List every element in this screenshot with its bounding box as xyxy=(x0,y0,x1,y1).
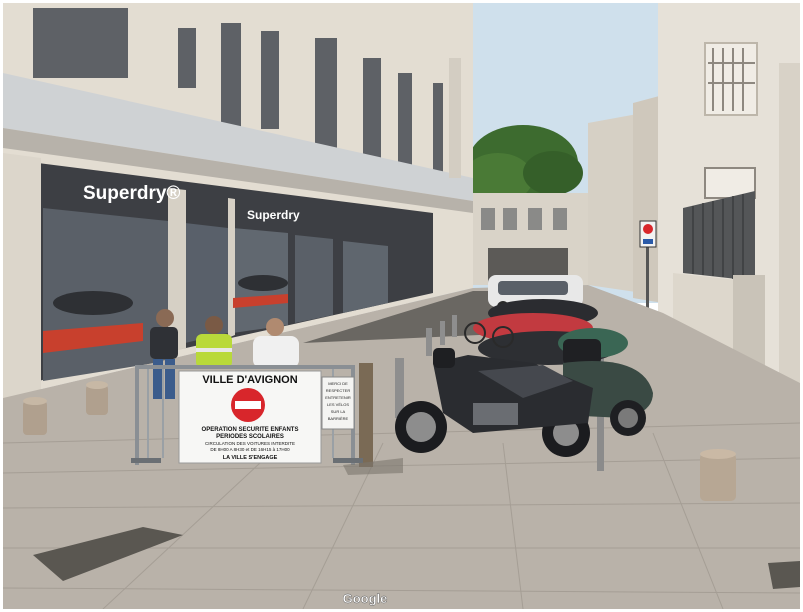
panel-line-3: ENTRETENIR xyxy=(325,395,351,400)
tree xyxy=(463,125,583,203)
sign-line-4: DE 8H00 A 8H30 et DE 16H15 à 17H00 xyxy=(210,447,290,452)
right-building-back xyxy=(588,95,663,303)
pedestrian-high-vis xyxy=(196,316,232,368)
pedestrian-child xyxy=(150,309,178,399)
left-building xyxy=(3,3,473,398)
shadow xyxy=(343,458,403,475)
street-scene: Superdry® Superdry xyxy=(3,3,800,609)
storefront-logo-small: Superdry xyxy=(247,208,300,222)
panel-line-2: RESPECTER xyxy=(326,388,351,393)
motorcycle xyxy=(395,348,593,457)
small-notice-panel xyxy=(321,376,355,430)
drain-grate-right xyxy=(768,561,800,589)
storefront-logo-large: Superdry® xyxy=(83,183,180,204)
panel-line-6: BARRIÈRE xyxy=(328,416,349,421)
drain-grate xyxy=(33,527,183,581)
bicycle xyxy=(464,322,514,348)
sign-line-2: PERIODES SCOLAIRES xyxy=(216,434,284,440)
sign-line-3: CIRCULATION DES VOITURES INTERDITE xyxy=(205,441,295,446)
ville-davignon-sign xyxy=(178,370,322,464)
sign-heading: VILLE D'AVIGNON xyxy=(202,374,297,386)
traffic-sign-pole xyxy=(639,220,657,308)
street-scene-drawing: Superdry® Superdry xyxy=(3,3,800,609)
panel-line-1: MERCI DE xyxy=(328,381,348,386)
panel-line-5: SUR LA xyxy=(331,409,346,414)
distant-building xyxy=(471,193,588,285)
panel-line-4: LES VÉLOS xyxy=(327,402,349,407)
sign-line-1: OPERATION SECURITE ENFANTS xyxy=(202,427,299,433)
sign-footer: LA VILLE S'ENGAGE xyxy=(223,455,278,461)
pedestrian-white-shirt xyxy=(253,318,299,368)
right-building-front xyxy=(658,3,800,383)
google-watermark: Google xyxy=(343,591,388,606)
